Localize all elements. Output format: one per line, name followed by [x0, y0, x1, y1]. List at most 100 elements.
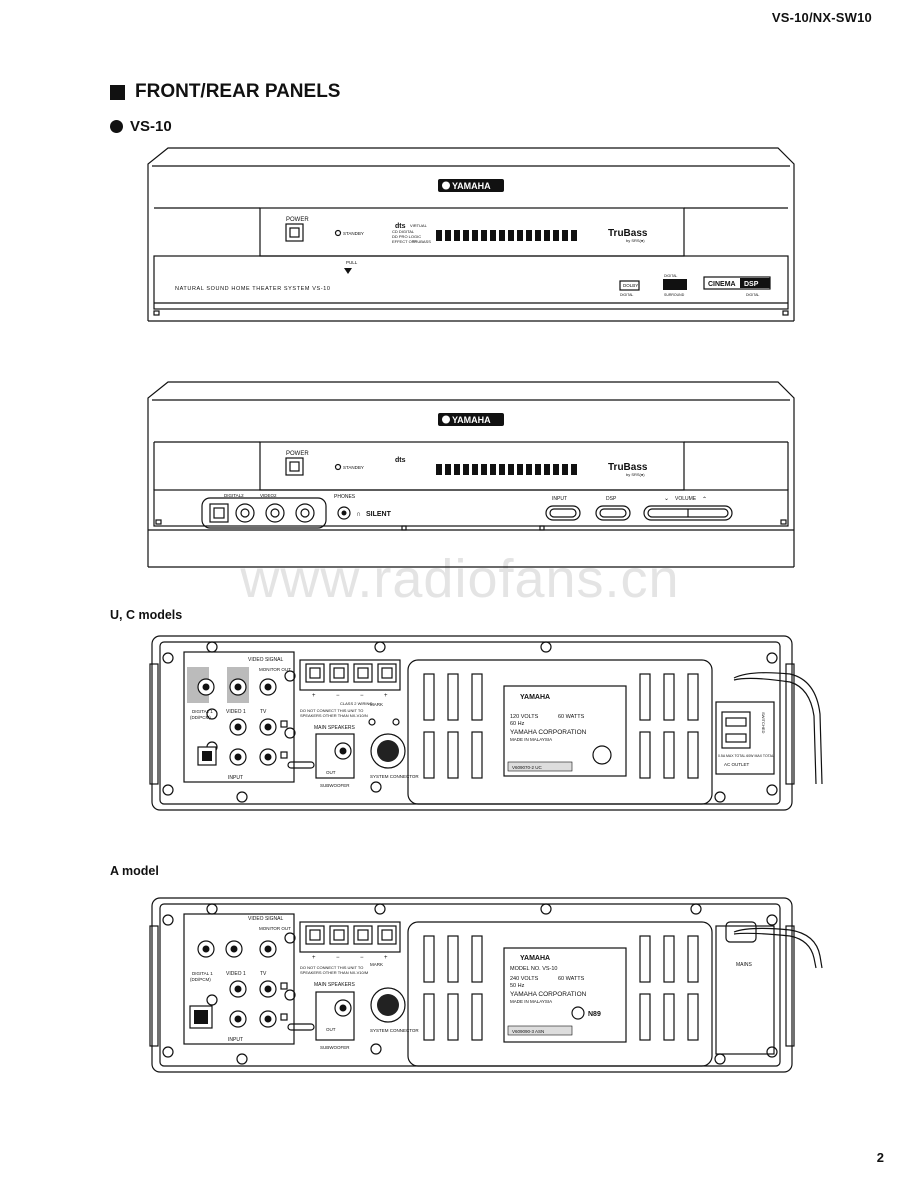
- digital1-sub-label: (DD/PCM): [190, 715, 211, 720]
- section-heading: FRONT/REAR PANELS: [110, 81, 340, 103]
- yamaha-logo-icon: [438, 413, 504, 426]
- brand-logo-text: YAMAHA: [452, 415, 491, 425]
- system-connector-label: SYSTEM CONNECTOR: [370, 1028, 419, 1033]
- power-button[interactable]: [285, 457, 304, 476]
- minus-icon: −: [336, 955, 340, 961]
- speaker-terminal[interactable]: [305, 663, 397, 683]
- plate-made-in: MADE IN MALAYSIA: [510, 999, 552, 1004]
- video1-label: VIDEO 1: [226, 709, 246, 715]
- monitor-out-label: MONITOR OUT: [259, 667, 291, 672]
- subwoofer-label: SUBWOOFER: [320, 783, 350, 788]
- dsp-button[interactable]: [595, 505, 631, 521]
- standby-led-icon: [334, 463, 342, 471]
- plate-corporation: YAMAHA CORPORATION: [510, 991, 587, 998]
- a-model-label: A model: [110, 864, 159, 878]
- monitor-out-label: MONITOR OUT: [259, 926, 291, 931]
- minus-icon: −: [336, 693, 340, 699]
- square-bullet-icon: [110, 84, 125, 100]
- switched-label: SWITCHED: [761, 712, 766, 733]
- plate-corporation: YAMAHA CORPORATION: [510, 729, 587, 736]
- plus-icon: +: [384, 693, 388, 699]
- plate-serial: V609070-2 UC: [512, 765, 543, 770]
- plus-icon: +: [384, 955, 388, 961]
- headphone-icon: ∩: [356, 511, 361, 518]
- csa-mark-icon: [592, 745, 612, 765]
- input-button[interactable]: [545, 505, 581, 521]
- indicator-label: CD DIGITAL: [392, 229, 415, 234]
- system-connector-label: SYSTEM CONNECTOR: [370, 774, 419, 779]
- video1-label: VIDEO 1: [226, 971, 246, 977]
- screw-icon: [162, 903, 778, 1065]
- fl-display: [436, 464, 577, 475]
- plate-made-in: MADE IN MALAYSIA: [510, 737, 552, 742]
- digital2-label: DIGITAL2: [224, 493, 244, 498]
- plate-model-no: MODEL NO. VS-10: [510, 966, 557, 972]
- dts-logo-text: dts: [395, 223, 406, 230]
- optical-jack-icon[interactable]: [209, 503, 229, 523]
- plate-watts: 60 WATTS: [558, 976, 585, 982]
- power-label: POWER: [286, 451, 309, 457]
- plus-icon: +: [312, 955, 316, 961]
- mains-label: MAINS: [736, 962, 753, 968]
- yamaha-logo-icon: [438, 179, 504, 192]
- plate-serial: V609090-3 ASN: [512, 1029, 544, 1034]
- pull-arrow-icon: [344, 268, 352, 274]
- dsp-logo-text: DSP: [744, 281, 759, 288]
- out-label: OUT: [326, 770, 336, 775]
- virtual-label: VIRTUAL: [410, 223, 428, 228]
- uc-models-label: U, C models: [110, 608, 183, 622]
- speaker-terminal[interactable]: [305, 925, 397, 945]
- dts-logo-icon: [663, 279, 687, 290]
- power-button[interactable]: [285, 223, 304, 242]
- rca-jack-icon[interactable]: [235, 503, 255, 523]
- rca-jack-icon[interactable]: [295, 503, 315, 523]
- screw-icon: [162, 641, 778, 803]
- subwoofer-label: SUBWOOFER: [320, 1045, 350, 1050]
- video-signal-label: VIDEO SIGNAL: [248, 657, 284, 663]
- outlet-note: 0.5A MAX TOTAL 60W MAX TOTAL: [718, 754, 774, 758]
- system-name: NATURAL SOUND HOME THEATER SYSTEM VS-10: [175, 286, 331, 292]
- plate-brand: YAMAHA: [520, 955, 550, 962]
- srs-label: by SRS(●): [626, 238, 645, 243]
- rear-panel-a-diagram: VIDEO SIGNAL MONITOR OUT DIGITAL 1 (DD/P…: [149, 897, 823, 1073]
- plate-brand: YAMAHA: [520, 694, 550, 701]
- dts-bottom-label: SURROUND: [664, 293, 685, 297]
- warning-line-1: DO NOT CONNECT THIS UNIT TO: [300, 708, 363, 713]
- power-cord: [733, 672, 823, 785]
- tv-label: TV: [260, 971, 267, 977]
- digital1-label: DIGITAL 1: [192, 971, 213, 976]
- silent-label: SILENT: [366, 511, 392, 518]
- main-speakers-label: MAIN SPEAKERS: [314, 725, 356, 731]
- warning-line-1: DO NOT CONNECT THIS UNIT TO: [300, 965, 363, 970]
- cinema-sub-label: DIGITAL: [746, 293, 759, 297]
- class2-label: CLASS 2 WIRING: [340, 701, 372, 706]
- trubass-logo-text: TruBass: [608, 462, 648, 473]
- input-label: INPUT: [228, 775, 243, 781]
- chevron-down-icon: ⌄: [664, 496, 669, 502]
- dsp-button-label: DSP: [606, 496, 617, 502]
- cert-mark-icon: [571, 1006, 585, 1020]
- trubass-indicator-label: TRUBASS: [412, 239, 431, 244]
- plate-watts: 60 WATTS: [558, 714, 585, 720]
- input-label: INPUT: [228, 1037, 243, 1043]
- tv-label: TV: [260, 709, 267, 715]
- indicator-label: EFFECT OFF: [392, 239, 417, 244]
- main-speakers-label: MAIN SPEAKERS: [314, 982, 356, 988]
- input-button-label: INPUT: [552, 496, 567, 502]
- front-panel-open-diagram: YAMAHA POWER STANDBY dts TruBass by SRS(…: [147, 381, 795, 568]
- rca-jack-icon[interactable]: [265, 503, 285, 523]
- dolby-sub-label: DIGITAL: [620, 293, 633, 297]
- front-panel-closed-diagram: YAMAHA POWER STANDBY PULL dts VIRTUAL CD…: [147, 147, 795, 322]
- subsection-heading: VS-10: [110, 118, 172, 135]
- indicator-label: DD PRO LOGIC: [392, 234, 421, 239]
- watermark: www.radiofans.cn: [240, 549, 680, 609]
- heatsink: [407, 659, 713, 805]
- brand-logo-text: YAMAHA: [452, 181, 491, 191]
- trubass-logo-text: TruBass: [608, 228, 648, 239]
- dolby-logo: DOLBY: [623, 283, 638, 288]
- minus-icon: −: [360, 955, 364, 961]
- section-title: FRONT/REAR PANELS: [135, 81, 341, 102]
- standby-led-icon: [334, 229, 342, 237]
- digital1-label: DIGITAL 1: [192, 709, 213, 714]
- power-label: POWER: [286, 217, 309, 223]
